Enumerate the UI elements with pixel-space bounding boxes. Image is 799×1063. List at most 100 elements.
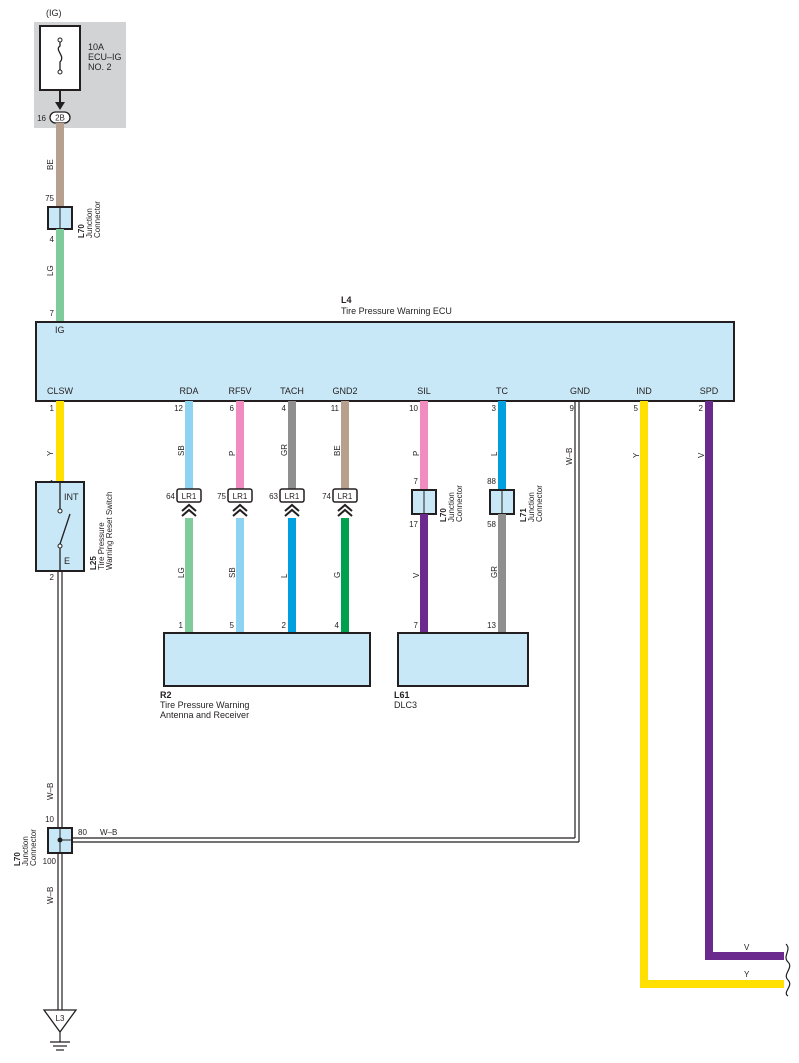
ecu-pin-number: 2 (699, 404, 704, 413)
ecu-box (35, 321, 735, 402)
receiver-box (163, 632, 371, 687)
connector-2b-label: 2B (55, 114, 65, 123)
ecu-pin-number: 12 (174, 404, 183, 413)
out-y-label: Y (744, 970, 750, 979)
dlc-pin-number: 13 (487, 621, 496, 630)
ecu-pin-number: 10 (409, 404, 418, 413)
wire-dlc-lower (420, 514, 428, 633)
dlc-name: DLC3 (394, 700, 417, 710)
fuse-icon (57, 40, 63, 72)
wire-upper (288, 401, 296, 489)
jc-ground-pin-right: 80 (78, 828, 87, 837)
lr1-pin-top: 63 (269, 492, 278, 501)
wire-lower (341, 518, 349, 633)
ecu-pin-number: 4 (282, 404, 287, 413)
wire-lower (288, 518, 296, 633)
receiver-pin-number: 2 (282, 621, 287, 630)
ecu-pin-number: 5 (634, 404, 639, 413)
wire-upper-label: GR (280, 444, 289, 456)
switch-line2: Warning Reset Switch (105, 492, 114, 570)
ground-label: L3 (56, 1014, 65, 1023)
jc-sil-code: L70 (439, 508, 448, 522)
ecu-pin-number: 11 (331, 404, 340, 413)
wire-upper (341, 401, 349, 489)
wire-wb-left-label: W–B (46, 783, 55, 800)
switch-blade-icon (59, 513, 71, 545)
jc-sil-line1: Junction (447, 492, 456, 522)
lr1-connector (332, 488, 358, 503)
ecu-pin-label: SIL (417, 386, 431, 396)
switch-pin-out: 2 (50, 573, 55, 582)
lr1-pin-top: 64 (166, 492, 175, 501)
ecu-pin-label: RF5V (228, 386, 251, 396)
ground-triangle (42, 1009, 78, 1034)
wire-y-ind (640, 401, 784, 988)
ecu-pin-label: CLSW (47, 386, 74, 396)
wire-dlc-lower (498, 514, 506, 633)
ecu-pin-number: 9 (570, 404, 575, 413)
jc-ground-code: L70 (13, 852, 22, 866)
fuse-name-1: ECU–IG (88, 52, 122, 62)
chevron-up-icon (181, 503, 197, 517)
wire-lower-label: L (280, 573, 289, 578)
chevron-up-icon (232, 503, 248, 517)
jc-pin-in: 7 (414, 477, 419, 486)
ecu-pin-label: IND (636, 386, 652, 396)
wire-be-label: BE (46, 159, 55, 170)
ecu-pin-label: GND (570, 386, 591, 396)
jc-sil-line2: Connector (455, 485, 464, 522)
jc-ground-line1: Junction (21, 836, 30, 866)
fuse-box (39, 25, 81, 91)
receiver-line2: Antenna and Receiver (160, 710, 249, 720)
chevron-up-icon (337, 503, 353, 517)
break-mark-icon (785, 943, 791, 997)
switch-int-label: INT (64, 492, 79, 502)
wire-dlc-lower-label: V (412, 572, 421, 578)
lr1-connector (279, 488, 305, 503)
switch-contact-bottom (57, 543, 63, 549)
lr1-label: LR1 (182, 492, 197, 501)
lr1-connector (176, 488, 202, 503)
jc-tc-line2: Connector (535, 485, 544, 522)
jc-tc-code: L71 (519, 508, 528, 522)
lr1-label: LR1 (285, 492, 300, 501)
ecu-name: Tire Pressure Warning ECU (341, 306, 452, 316)
wire-lower-label: SB (228, 567, 237, 578)
wire-lg-label: LG (46, 265, 55, 276)
receiver-pin-number: 1 (179, 621, 184, 630)
receiver-line1: Tire Pressure Warning (160, 700, 249, 710)
switch-contact-top (57, 508, 63, 514)
jc-ground-pin-bottom: 100 (43, 857, 57, 866)
wire-v-spd-label: V (697, 452, 706, 458)
jc-ground-pin-top: 10 (45, 815, 54, 824)
wire-y-ind-label: Y (632, 452, 641, 458)
wire-dlc-upper (498, 401, 506, 490)
ecu-pin-label: TC (496, 386, 508, 396)
receiver-code: R2 (160, 690, 172, 700)
wire-y-clsw (56, 401, 64, 482)
fuse-name-2: NO. 2 (88, 62, 112, 72)
fuse-rating: 10A (88, 42, 104, 52)
ecu-pin-label: TACH (280, 386, 304, 396)
wire-wb-gnd-v-label: W–B (565, 448, 574, 465)
wire-be-top (56, 123, 64, 207)
wire-lg-top (56, 229, 64, 322)
ecu-pin-label: SPD (700, 386, 719, 396)
wire-wb-bottom-label: W–B (46, 887, 55, 904)
wire-upper-label: P (228, 451, 237, 456)
chevron-up-icon (284, 503, 300, 517)
wire-y-clsw-label: Y (46, 450, 55, 456)
ecu-pin-label: RDA (179, 386, 198, 396)
wire-upper-label: SB (177, 445, 186, 456)
fuse-source-label: (IG) (46, 8, 62, 18)
ecu-ig-label: IG (55, 325, 65, 335)
jc-top-pin-in: 75 (45, 194, 54, 203)
jc-tc-line1: Junction (527, 492, 536, 522)
lr1-pin-top: 75 (217, 492, 226, 501)
dlc-pin-number: 7 (414, 621, 419, 630)
lr1-label: LR1 (338, 492, 353, 501)
ecu-ig-pin: 7 (50, 309, 55, 318)
wire-lower (236, 518, 244, 633)
wire-upper (185, 401, 193, 489)
wire-dlc-upper-label: L (490, 451, 499, 456)
